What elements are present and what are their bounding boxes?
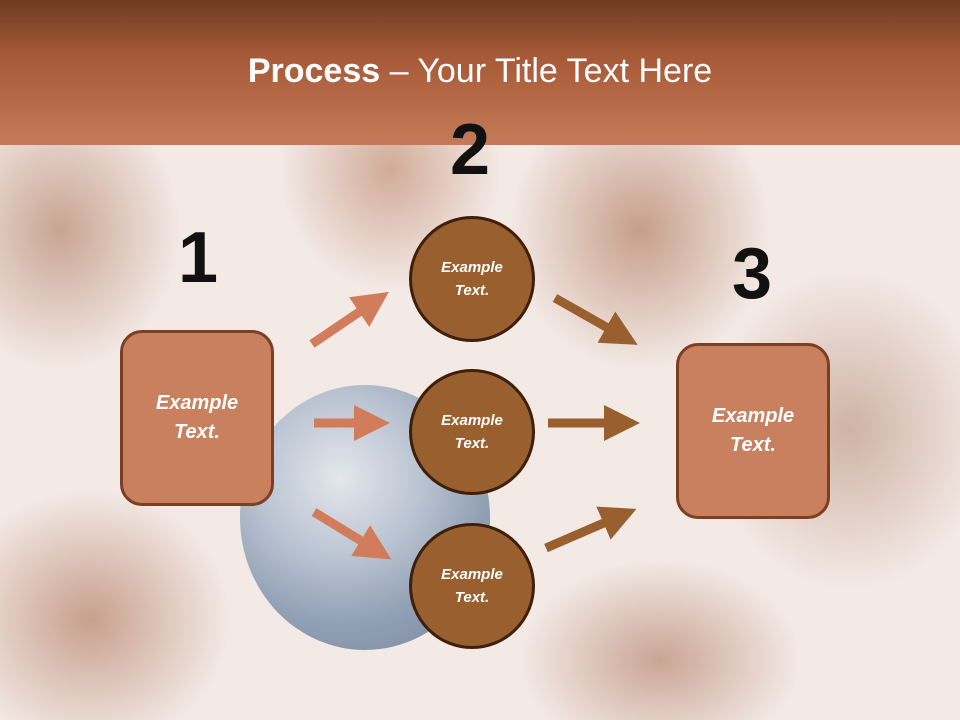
arrow-to-circle-3 [311,508,392,560]
circle-1-line2: Text. [454,282,490,299]
slide-title: Process – Your Title Text Here [0,52,960,91]
left-box-line2: Text. [174,421,220,443]
arrow-to-circle-1 [309,291,389,348]
step-number-1: 1 [178,218,219,298]
title-rest: – Your Title Text Here [380,52,713,90]
circle-node-1: Example Text. [409,216,535,342]
right-box-line1: Example [711,405,795,427]
arrow-from-circle-3 [544,506,637,553]
title-bold: Process [247,52,381,90]
step-number-3: 3 [732,234,773,314]
step-number-2: 2 [450,110,491,190]
header-bar [0,0,960,145]
circle-node-2: Example Text. [409,369,535,495]
right-process-box: Example Text. [676,343,830,519]
circle-3-line1: Example [441,566,503,583]
circle-2-line2: Text. [454,435,490,452]
left-process-box: Example Text. [120,330,274,506]
arrow-from-circle-1 [552,294,638,345]
circle-node-3: Example Text. [409,523,535,649]
circle-1-line1: Example [441,259,503,276]
circle-2-line1: Example [441,412,503,429]
left-box-line1: Example [155,392,239,414]
circle-3-line2: Text. [454,589,490,606]
right-box-line2: Text. [730,434,776,456]
